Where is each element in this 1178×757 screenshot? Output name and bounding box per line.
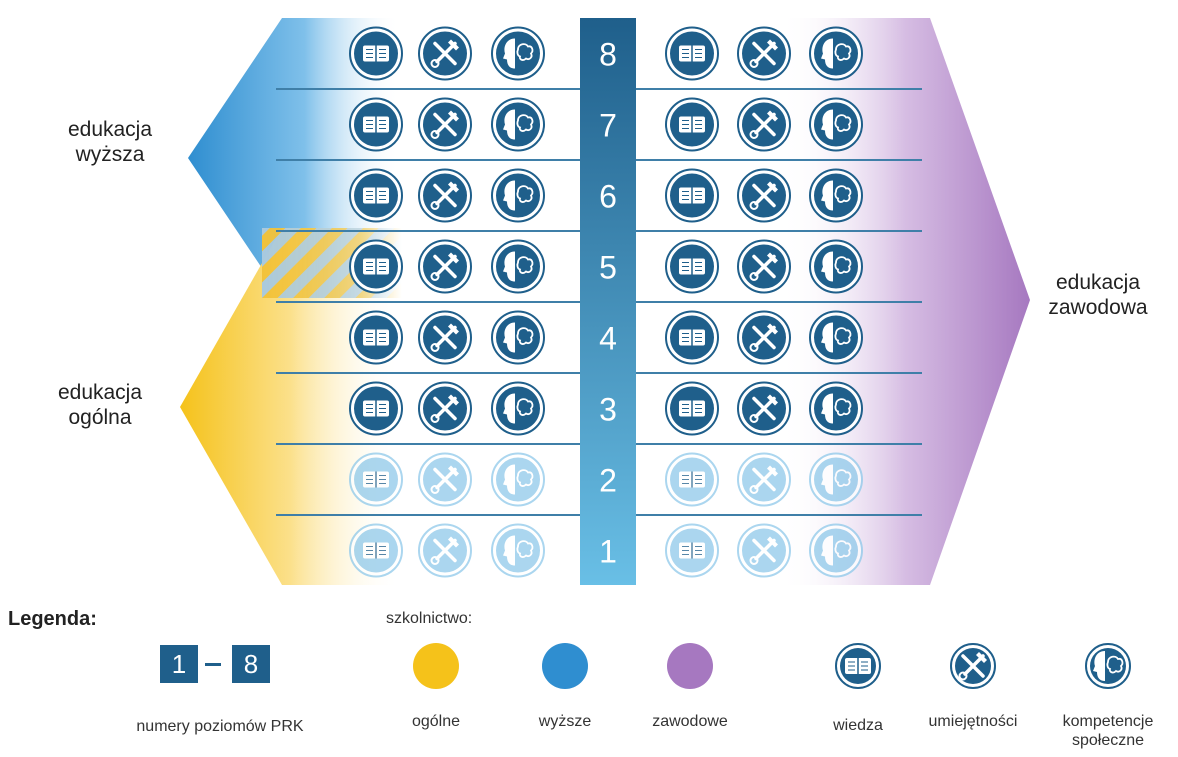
head-icon	[809, 310, 863, 365]
label-higher-line1: edukacja	[67, 118, 153, 141]
label-higher-education: edukacja wyższa	[40, 117, 180, 167]
legend-schooling-title: szkolnictwo:	[386, 610, 473, 627]
book-icon	[349, 381, 403, 436]
legend-title: Legenda:	[8, 608, 97, 630]
level-number: 4	[599, 321, 617, 357]
tools-icon	[737, 310, 791, 365]
legend-range-to: 8	[232, 645, 270, 683]
tools-icon	[737, 239, 791, 294]
book-icon	[665, 239, 719, 294]
book-icon	[665, 381, 719, 436]
book-icon	[349, 452, 403, 507]
label-higher-line2: wyższa	[75, 143, 145, 166]
legend-higher-label: wyższe	[538, 713, 592, 730]
tools-icon	[737, 97, 791, 152]
head-icon	[1085, 643, 1131, 689]
tools-icon	[737, 168, 791, 223]
legend-range-dash	[205, 663, 221, 666]
head-icon	[809, 381, 863, 436]
head-icon	[491, 381, 545, 436]
legend-range-caption: numery poziomów PRK	[136, 718, 304, 735]
tools-icon	[737, 381, 791, 436]
book-icon	[349, 26, 403, 81]
head-icon	[491, 239, 545, 294]
legend-social-line1: kompetencje	[1062, 713, 1154, 730]
tools-icon	[950, 643, 996, 689]
tools-icon	[418, 97, 472, 152]
legend-icons	[835, 643, 1131, 689]
tools-icon	[737, 452, 791, 507]
legend-higher-dot	[542, 643, 588, 689]
tools-icon	[737, 26, 791, 81]
level-number: 7	[599, 108, 617, 144]
book-icon	[349, 310, 403, 365]
tools-icon	[418, 239, 472, 294]
legend-social-line2: społeczne	[1071, 732, 1145, 749]
head-icon	[809, 239, 863, 294]
legend-general-label: ogólne	[411, 713, 461, 730]
level-column	[580, 18, 636, 585]
book-icon	[349, 97, 403, 152]
head-icon	[491, 452, 545, 507]
book-icon	[665, 452, 719, 507]
book-icon	[665, 310, 719, 365]
legend-vocational-dot	[667, 643, 713, 689]
head-icon	[491, 310, 545, 365]
label-vocational-line2: zawodowa	[1048, 296, 1148, 319]
level-number: 3	[599, 392, 617, 428]
head-icon	[491, 523, 545, 578]
label-vocational-line1: edukacja	[1055, 271, 1141, 294]
level-numbers: 8 7 6 5 4 3 2 1	[599, 37, 617, 570]
label-general-line1: edukacja	[57, 381, 143, 404]
legend-vocational-label: zawodowe	[652, 713, 728, 730]
level-number: 6	[599, 179, 617, 215]
head-icon	[491, 168, 545, 223]
legend-general-dot	[413, 643, 459, 689]
head-icon	[809, 97, 863, 152]
book-icon	[665, 97, 719, 152]
book-icon	[665, 523, 719, 578]
label-vocational-education: edukacja zawodowa	[1028, 270, 1168, 320]
level-number: 8	[599, 37, 617, 73]
tools-icon	[418, 26, 472, 81]
book-icon	[665, 26, 719, 81]
book-icon	[665, 168, 719, 223]
head-icon	[491, 26, 545, 81]
legend-knowledge-label: wiedza	[833, 717, 883, 734]
tools-icon	[418, 452, 472, 507]
level-number: 2	[599, 463, 617, 499]
head-icon	[809, 26, 863, 81]
legend-range-from: 1	[160, 645, 198, 683]
head-icon	[809, 452, 863, 507]
level-number: 5	[599, 250, 617, 286]
label-general-line2: ogólna	[68, 406, 132, 429]
icon-grid	[349, 26, 863, 578]
head-icon	[809, 168, 863, 223]
head-icon	[491, 97, 545, 152]
head-icon	[809, 523, 863, 578]
tools-icon	[418, 381, 472, 436]
legend-social-label: kompetencje społeczne	[1048, 712, 1168, 750]
general-education-band	[180, 228, 400, 585]
tools-icon	[418, 523, 472, 578]
tools-icon	[737, 523, 791, 578]
book-icon	[349, 239, 403, 294]
book-icon	[835, 643, 881, 689]
level-number: 1	[599, 534, 617, 570]
book-icon	[349, 523, 403, 578]
book-icon	[349, 168, 403, 223]
label-general-education: edukacja ogólna	[30, 380, 170, 430]
tools-icon	[418, 310, 472, 365]
legend-skills-label: umiejętności	[928, 713, 1018, 730]
tools-icon	[418, 168, 472, 223]
